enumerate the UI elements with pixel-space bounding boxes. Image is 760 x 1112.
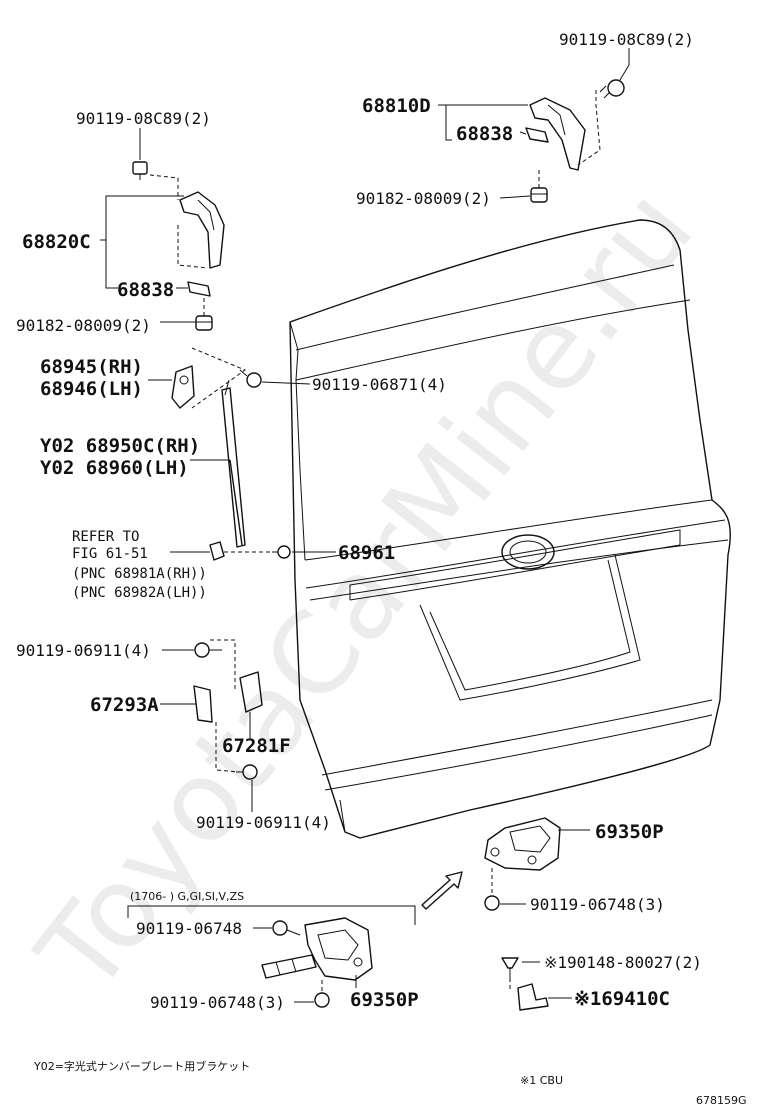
callout-bracket-lh[interactable]: 68946(LH) [40, 378, 143, 400]
striker-group [160, 639, 263, 812]
footer-note-y02: Y02=字光式ナンバープレート用ブラケット [33, 1059, 250, 1073]
footer: Y02=字光式ナンバープレート用ブラケット ※1 CBU 678159G [33, 1059, 747, 1107]
refer-text-4: (PNC 68982A(LH)) [72, 585, 207, 601]
back-door-panel [289, 219, 732, 839]
callout-stay-lh[interactable]: Y02 68960(LH) [40, 457, 189, 479]
footer-note-cbu: ※1 CBU [520, 1074, 563, 1087]
bolt-icon[interactable] [314, 992, 330, 1008]
callout-bracket-rh[interactable]: 68945(RH) [40, 356, 143, 378]
callout-stay-rh[interactable]: Y02 68950C(RH) [40, 435, 200, 457]
callout-alt-bolt-upper[interactable]: 90119-06748 [136, 919, 242, 938]
model-note: (1706- ) G,GI,SI,V,ZS [130, 890, 244, 903]
callout-hinge-lh-shim[interactable]: 68838 [117, 279, 174, 301]
callout-screw-cbu[interactable]: ※190148-80027(2) [544, 953, 702, 972]
callout-bolt-stay[interactable]: 90119-06871(4) [312, 375, 447, 394]
callout-lock-assy[interactable]: 69350P [595, 821, 664, 843]
refer-text-2[interactable]: FIG 61-51 [72, 546, 148, 562]
callout-stud[interactable]: 68961 [338, 542, 395, 564]
callout-bolt-top-right[interactable]: 90119-08C89(2) [559, 30, 694, 49]
callout-hinge-rh[interactable]: 68810D [362, 95, 431, 117]
callout-alt-lock-assy[interactable]: 69350P [350, 989, 419, 1011]
refer-text-3: (PNC 68981A(RH)) [72, 566, 207, 582]
callout-striker[interactable]: 67281F [222, 735, 291, 757]
bolt-icon[interactable] [132, 161, 148, 180]
bolt-icon[interactable] [599, 79, 625, 99]
callout-bushing-top-right[interactable]: 90182-08009(2) [356, 189, 491, 208]
hinge-lh-group [100, 128, 225, 331]
figure-code: 678159G [696, 1094, 747, 1107]
bolt-icon[interactable] [484, 895, 500, 911]
callout-hinge-lh[interactable]: 68820C [22, 231, 91, 253]
refer-text-1: REFER TO [72, 529, 139, 545]
callout-bolt-top-left[interactable]: 90119-08C89(2) [76, 109, 211, 128]
lock-assembly-group [421, 817, 590, 911]
bolt-icon[interactable] [239, 369, 262, 388]
screw-icon[interactable] [501, 957, 519, 978]
callout-stopper[interactable]: 67293A [90, 694, 159, 716]
callout-bushing-left[interactable]: 90182-08009(2) [16, 316, 151, 335]
callout-alt-bolt-lower[interactable]: 90119-06748(3) [150, 993, 285, 1012]
callout-bolt-striker-upper[interactable]: 90119-06911(4) [16, 641, 151, 660]
cbu-group [501, 957, 572, 1011]
bushing-icon[interactable] [195, 315, 213, 331]
stud-icon[interactable] [272, 545, 291, 559]
callout-labels: 90119-08C89(2) 68810D 68838 90182-08009(… [16, 30, 702, 1012]
callout-part-cbu[interactable]: ※169410C [574, 988, 670, 1010]
callout-bolt-striker-lower[interactable]: 90119-06911(4) [196, 813, 331, 832]
bolt-icon[interactable] [236, 764, 258, 780]
alt-lock-group [127, 905, 416, 1008]
hinge-rh-group [438, 48, 630, 203]
callout-bolt-lock[interactable]: 90119-06748(3) [530, 895, 665, 914]
stay-group [148, 347, 336, 561]
bushing-icon[interactable] [530, 187, 548, 203]
bolt-icon[interactable] [194, 642, 222, 658]
callout-hinge-rh-shim[interactable]: 68838 [456, 123, 513, 145]
bolt-icon[interactable] [272, 920, 301, 936]
